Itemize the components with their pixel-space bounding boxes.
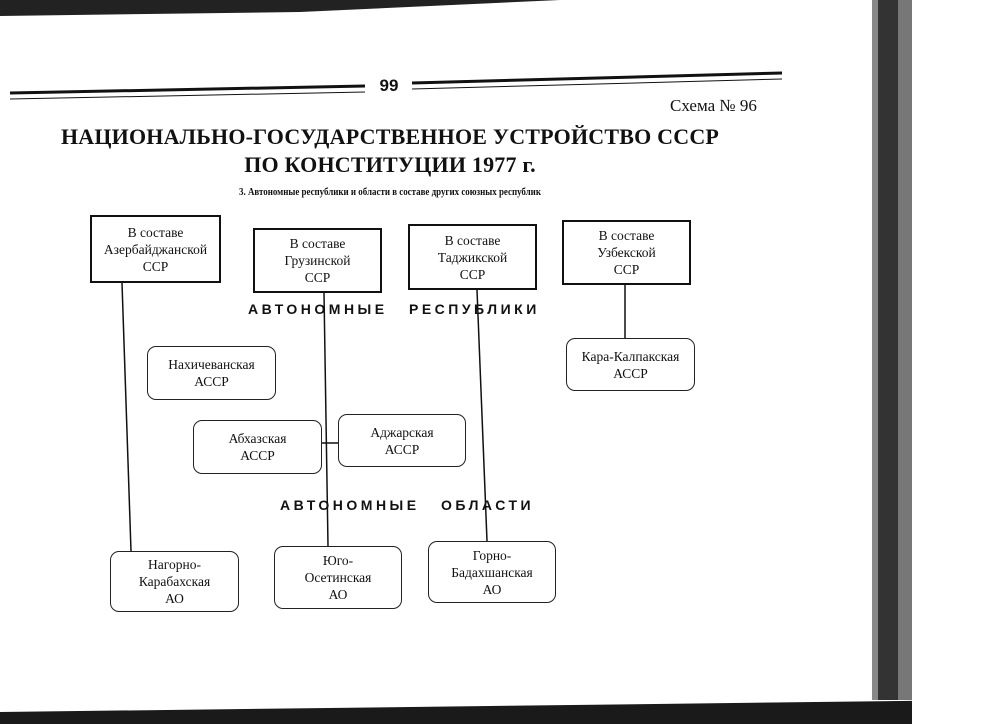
connector-tajik <box>476 289 488 542</box>
box-line: Кара-Калпакская <box>581 348 680 364</box>
box-line: Карабахская <box>138 574 211 589</box>
section-word: РЕСПУБЛИКИ <box>409 301 540 317</box>
box-line: Юго- <box>322 553 354 568</box>
section-word: АВТОНОМНЫЕ <box>280 497 420 513</box>
box-line: АО <box>165 591 184 606</box>
box-line: Осетинская <box>304 570 372 585</box>
scheme-number: Схема № 96 <box>670 96 757 115</box>
box-line: Горно- <box>472 547 512 563</box>
box-line: В составе <box>289 236 346 251</box>
connector-georgia <box>323 292 329 547</box>
header-rule-right <box>411 71 783 90</box>
box-karakalpak-assr: Кара-Калпакская АССР <box>566 338 695 391</box>
box-line: ССР <box>142 258 169 274</box>
scan-bottom-edge <box>0 700 981 724</box>
header-rule-left <box>9 84 366 100</box>
connector-azerbaijan <box>121 282 132 552</box>
box-line: В составе <box>598 228 655 243</box>
box-line: Аджарская <box>370 424 434 440</box>
box-line: В составе <box>127 224 184 240</box>
box-line: АО <box>482 581 502 597</box>
subtitle: 3. Автономные республики и области в сос… <box>239 187 541 198</box>
box-line: Таджикской <box>437 249 508 265</box>
box-line: ССР <box>459 266 486 282</box>
box-gorno-badakhshan-ao: Горно- Бадахшанская АО <box>428 541 556 603</box>
section-word: ОБЛАСТИ <box>441 497 535 513</box>
title-line-1: НАЦИОНАЛЬНО-ГОСУДАРСТВЕННОЕ УСТРОЙСТВО С… <box>60 124 720 149</box>
title-line-2: ПО КОНСТИТУЦИИ 1977 г. <box>244 152 536 177</box>
box-line: В составе <box>444 232 501 248</box>
box-line: Грузинской <box>284 253 351 268</box>
box-south-ossetian-ao: Юго- Осетинская АО <box>274 546 402 609</box>
box-line: АО <box>328 587 348 602</box>
box-azerbaijan-ssr: В составе Азербайджанской ССР <box>90 215 221 283</box>
book-spine-edge <box>878 0 898 700</box>
box-uzbek-ssr: В составе Узбекской ССР <box>562 220 691 285</box>
box-line: АССР <box>384 441 420 457</box>
box-line: АССР <box>194 374 229 389</box>
box-tajik-ssr: В составе Таджикской ССР <box>408 224 537 290</box>
box-line: Абхазская <box>228 431 287 446</box>
section-label-autonomous-republics: АВТОНОМНЫЕ РЕСПУБЛИКИ <box>248 301 540 317</box>
box-line: Узбекской <box>597 245 656 260</box>
box-line: Нахичеванская <box>168 357 255 372</box>
scan-top-edge <box>0 0 560 16</box>
box-nakhichevan-assr: Нахичеванская АССР <box>147 346 276 400</box>
section-label-autonomous-oblasts: АВТОНОМНЫЕ ОБЛАСТИ <box>280 497 534 513</box>
box-line: Нагорно- <box>148 557 201 572</box>
box-georgia-ssr: В составе Грузинской ССР <box>253 228 382 293</box>
page-number: 99 <box>379 76 399 95</box>
book-spine-edge-2 <box>898 0 912 700</box>
page-edge-shade <box>872 0 878 700</box>
section-word: АВТОНОМНЫЕ <box>248 301 388 317</box>
box-line: ССР <box>613 262 640 277</box>
box-line: Азербайджанской <box>103 241 208 257</box>
box-abkhaz-assr: Абхазская АССР <box>193 420 322 474</box>
box-line: АССР <box>240 448 275 463</box>
box-line: АССР <box>613 365 648 381</box>
box-line: Бадахшанская <box>451 564 533 580</box>
box-nagorno-karabakh-ao: Нагорно- Карабахская АО <box>110 551 239 612</box>
box-adjar-assr: Аджарская АССР <box>338 414 466 467</box>
box-line: ССР <box>304 270 331 285</box>
